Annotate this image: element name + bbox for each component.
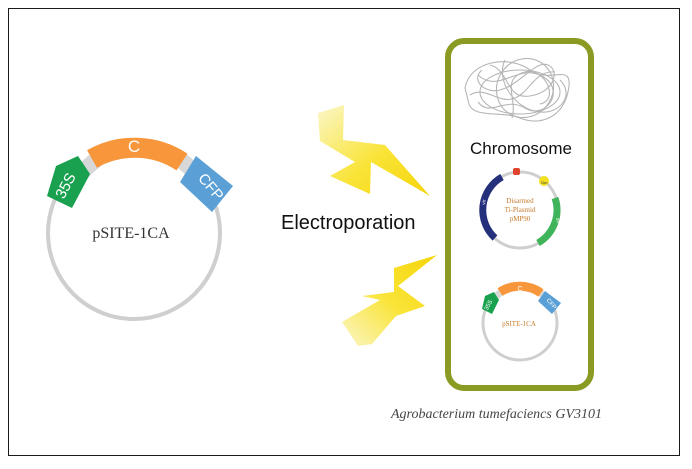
strain-caption: Agrobacterium tumefaciencs GV3101 [390, 407, 602, 422]
left-plasmid: C 35S CFP pSITE-1CA [46, 137, 233, 321]
ti-plasmid-name-line1: Disarmed [506, 197, 534, 205]
small-plasmid-label-35s: 35S [484, 299, 494, 311]
ti-plasmid-yellow-marker [539, 176, 549, 186]
small-plasmid-tag-cfp [538, 291, 561, 314]
figure-frame [8, 8, 680, 456]
chromosome-label: Chromosome [470, 139, 572, 158]
left-plasmid-tag-cfp [180, 156, 233, 212]
ti-plasmid-name-line2: Ti-Plasmid [505, 206, 536, 214]
left-plasmid-gene-c [87, 137, 188, 171]
agrobacterium-cell [445, 38, 594, 391]
ti-plasmid-label-gent: Gm [541, 180, 548, 185]
small-plasmid-gene-c [497, 281, 544, 297]
left-plasmid-label-c: C [128, 137, 140, 156]
small-plasmid-name: pSITE-1CA [502, 320, 536, 328]
ti-plasmid-label-ori: ori [554, 217, 561, 224]
small-plasmid-label-c: C [517, 286, 522, 293]
lightning-bolt-top [318, 105, 430, 196]
small-plasmid: C 35S CFP pSITE-1CA [481, 281, 561, 362]
left-plasmid-name: pSITE-1CA [92, 225, 170, 242]
small-plasmid-promoter-35s [482, 292, 499, 314]
chromosome-tangle [464, 57, 570, 122]
left-plasmid-promoter-35s [47, 156, 90, 208]
lightning-bolt-bottom [342, 255, 437, 346]
ti-plasmid-ori-region [536, 196, 561, 247]
process-label: Electroporation [281, 212, 416, 234]
ti-plasmid-label-vir: vir [481, 199, 488, 206]
ti-plasmid: vir ori Gm Disarmed Ti-Plasmid pMP90 [479, 168, 561, 250]
ti-plasmid-name-line3: pMP90 [510, 215, 531, 223]
ti-plasmid-red-marker [513, 168, 520, 175]
ti-plasmid-vir-region [479, 173, 504, 241]
